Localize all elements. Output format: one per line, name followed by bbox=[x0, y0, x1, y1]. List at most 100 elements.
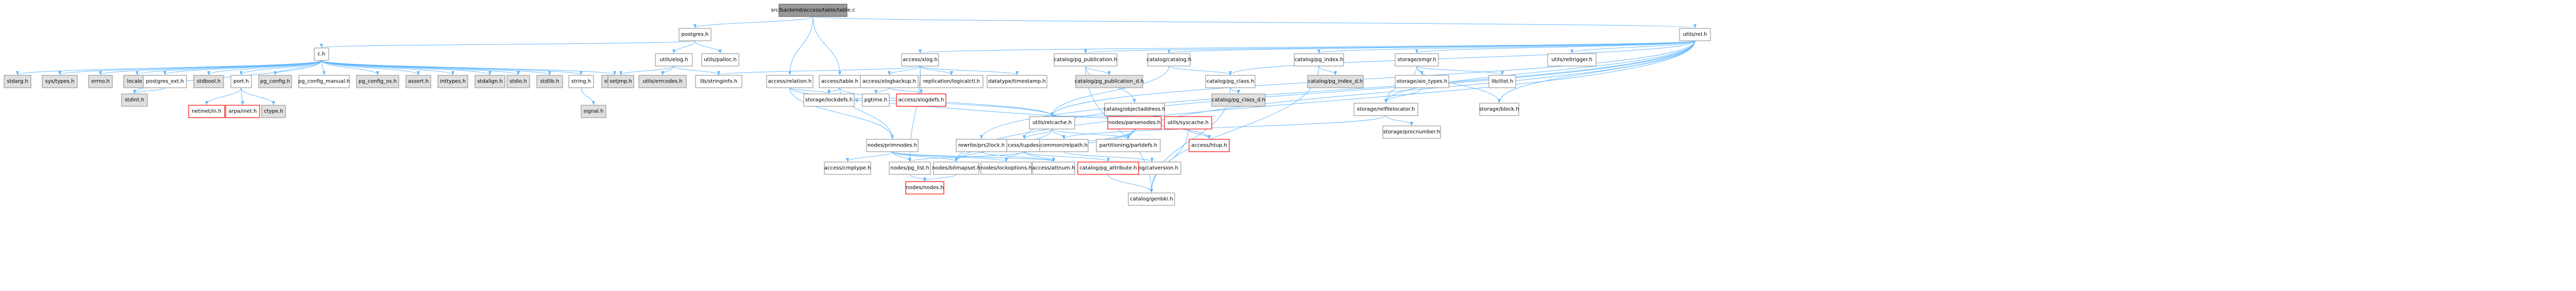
node-box bbox=[1039, 139, 1089, 152]
node-box bbox=[866, 139, 919, 152]
node-pg-config-manual[interactable]: pg_config_manual.h bbox=[298, 75, 350, 88]
edge-utils_relcache-to-access_tupdesc bbox=[1022, 128, 1053, 139]
node-catalog-pg-class[interactable]: catalog/pg_class.h bbox=[1205, 75, 1256, 88]
node-nodes-nodes[interactable]: nodes/nodes.h bbox=[905, 181, 944, 195]
edge-utils_rel-to-nodes_bitmapset bbox=[954, 40, 1696, 162]
node-box bbox=[1096, 139, 1161, 152]
edge-utils_relcache-to-common_relpath bbox=[1052, 128, 1066, 139]
node-partitioning-partdefs[interactable]: partitioning/partdefs.h bbox=[1096, 139, 1161, 152]
node-nodes-primnodes[interactable]: nodes/primnodes.h bbox=[866, 139, 919, 152]
node-lib-stringinfo[interactable]: lib/stringinfo.h bbox=[695, 75, 742, 88]
edge-utils_syscache-to-catalog_genbki bbox=[1149, 128, 1189, 193]
node-storage-relfilelocator[interactable]: storage/relfilelocator.h bbox=[1353, 103, 1418, 116]
node-access-htup[interactable]: access/htup.h bbox=[1189, 139, 1230, 152]
node-access-table[interactable]: access/table.h bbox=[819, 75, 861, 88]
node-label: catalog/objectaddress.h bbox=[1104, 107, 1165, 112]
node-label: access/xlogdefs.h bbox=[899, 98, 944, 103]
node-nodes-lockoptions[interactable]: nodes/lockoptions.h bbox=[980, 161, 1032, 175]
edge-access_xlogbackup-to-access_xlogdefs bbox=[889, 87, 923, 94]
node-access-xlogdefs[interactable]: access/xlogdefs.h bbox=[896, 93, 946, 107]
node-label: catalog/pg_publication.h bbox=[1054, 57, 1117, 63]
node-box bbox=[896, 93, 946, 107]
node-utils-syscache[interactable]: utils/syscache.h bbox=[1164, 116, 1212, 130]
edge-utils_rel-to-catalog_pg_class bbox=[1229, 40, 1696, 75]
node-catalog-pg-attribute[interactable]: catalog/pg_attribute.h bbox=[1077, 161, 1139, 175]
node-storage-smgr[interactable]: storage/smgr.h bbox=[1395, 53, 1439, 67]
node-access-xlogbackup[interactable]: access/xlogbackup.h bbox=[860, 75, 919, 88]
node-box bbox=[536, 75, 563, 88]
edge-utils_rel-to-storage_smgr bbox=[1415, 40, 1696, 54]
node-access-attnum[interactable]: access/attnum.h bbox=[1032, 161, 1075, 175]
node-storage-block[interactable]: storage/block.h bbox=[1479, 103, 1519, 116]
node-utils-relcache[interactable]: utils/relcache.h bbox=[1029, 116, 1075, 130]
node-postgres-ext[interactable]: postgres_ext.h bbox=[143, 75, 187, 88]
node-label: stdlib.h bbox=[540, 79, 560, 85]
node-nodes-pg-list[interactable]: nodes/pg_list.h bbox=[889, 161, 931, 175]
node-box bbox=[261, 105, 286, 118]
node-box bbox=[1029, 116, 1075, 130]
edge-access_tupdesc-to-nodes_pg_list bbox=[908, 151, 1025, 162]
node-datatype-timestamp[interactable]: datatype/timestamp.h bbox=[987, 75, 1047, 88]
node-utils-reltrigger[interactable]: utils/reltrigger.h bbox=[1547, 53, 1597, 67]
node-storage-procnumber[interactable]: storage/procnumber.h bbox=[1382, 125, 1441, 139]
edge-utils_rel-to-access_xlog bbox=[919, 40, 1696, 54]
edge-nodes_bitmapset-to-nodes_nodes bbox=[923, 174, 957, 182]
edge-catalog_pg_attribute-to-catalog_genbki bbox=[1108, 174, 1154, 193]
node-label: errno.h bbox=[91, 79, 110, 85]
node-storage-lockdefs[interactable]: storage/lockdefs.h bbox=[803, 93, 855, 107]
node-access-cmptype[interactable]: access/cmptype.h bbox=[824, 161, 871, 175]
node-catalog-pg-index-d: catalog/pg_index_d.h bbox=[1307, 75, 1364, 88]
node-nodes-parsenodes[interactable]: nodes/parsenodes.h bbox=[1107, 116, 1162, 130]
edge-nodes_pg_list-to-nodes_nodes bbox=[909, 174, 927, 182]
node-box bbox=[298, 75, 350, 88]
node-rewrite-prs2lock[interactable]: rewrite/prs2lock.h bbox=[956, 139, 1007, 152]
node-box bbox=[1164, 116, 1212, 130]
node-box bbox=[1479, 103, 1519, 116]
node-inttypes: inttypes.h bbox=[437, 75, 468, 88]
node-box bbox=[655, 53, 693, 67]
node-port[interactable]: port.h bbox=[230, 75, 252, 88]
edge-utils_rel-to-partitioning_partdefs bbox=[1126, 40, 1696, 139]
node-stdbool: stdbool.h bbox=[193, 75, 224, 88]
node-catalog-pg-index[interactable]: catalog/pg_index.h bbox=[1294, 53, 1344, 67]
node-arpa-inet[interactable]: arpa/inet.h bbox=[225, 105, 260, 118]
node-label: access/htup.h bbox=[1191, 143, 1227, 149]
node-common-relpath[interactable]: common/relpath.h bbox=[1039, 139, 1089, 152]
node-netinet-in[interactable]: netinet/in.h bbox=[188, 105, 225, 118]
node-label: nodes/primnodes.h bbox=[868, 143, 917, 149]
node-catalog-objectaddress[interactable]: catalog/objectaddress.h bbox=[1104, 103, 1165, 116]
node-label: nodes/nodes.h bbox=[906, 185, 943, 191]
node-box bbox=[193, 75, 224, 88]
node-access-xlog[interactable]: access/xlog.h bbox=[901, 53, 939, 67]
edge-c-to-pg_config bbox=[273, 60, 322, 75]
edge-utils_elog-to-lib_stringinfo bbox=[673, 66, 721, 75]
node-utils-palloc[interactable]: utils/palloc.h bbox=[701, 53, 739, 67]
edge-port-to-netinet_in bbox=[205, 87, 242, 105]
node-replication-logicalctl[interactable]: replication/logicalctl.h bbox=[920, 75, 984, 88]
node-label: utils/elog.h bbox=[659, 57, 688, 63]
node-label: catalog/genbki.h bbox=[1130, 197, 1173, 202]
node-pgtime[interactable]: pgtime.h bbox=[862, 93, 890, 107]
node-storage-aio-types[interactable]: storage/aio_types.h bbox=[1395, 75, 1449, 88]
node-utils-elog[interactable]: utils/elog.h bbox=[655, 53, 693, 67]
edge-common_relpath-to-catalog_catversion bbox=[1063, 151, 1154, 162]
node-lib-ilist[interactable]: lib/ilist.h bbox=[1488, 75, 1516, 88]
node-nodes-bitmapset[interactable]: nodes/bitmapset.h bbox=[932, 161, 980, 175]
node-c[interactable]: c.h bbox=[314, 47, 329, 61]
node-label: pg_config_os.h bbox=[359, 79, 397, 85]
node-catalog-catalog[interactable]: catalog/catalog.h bbox=[1147, 53, 1192, 67]
edge-postgres_ext-to-stdint bbox=[132, 87, 165, 94]
node-utils-rel[interactable]: utils/rel.h bbox=[1679, 28, 1711, 41]
node-string[interactable]: string.h bbox=[568, 75, 594, 88]
edge-catalog_pg_index-to-catalog_pg_index_d bbox=[1318, 66, 1337, 75]
edge-utils_rel-to-catalog_pg_publication bbox=[1084, 40, 1696, 54]
edge-port-to-ctype bbox=[241, 87, 276, 105]
node-postgres[interactable]: postgres.h bbox=[679, 28, 711, 41]
edge-utils_rel-to-rewrite_prs2lock bbox=[979, 40, 1696, 139]
node-root[interactable]: src/backend/access/table/table.c bbox=[771, 4, 855, 17]
node-pg-config: pg_config.h bbox=[258, 75, 292, 88]
node-catalog-genbki[interactable]: catalog/genbki.h bbox=[1128, 192, 1175, 206]
node-box bbox=[1189, 139, 1230, 152]
node-access-relation[interactable]: access/relation.h bbox=[766, 75, 814, 88]
node-catalog-pg-publication[interactable]: catalog/pg_publication.h bbox=[1054, 53, 1117, 67]
